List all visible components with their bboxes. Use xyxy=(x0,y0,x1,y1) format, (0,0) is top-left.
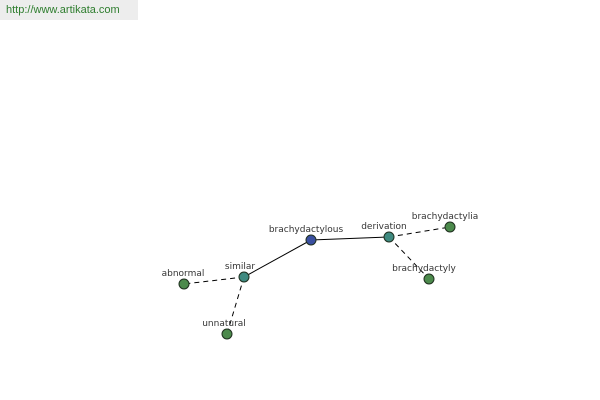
node-label-derivation: derivation xyxy=(361,222,407,232)
node-similar[interactable]: similar xyxy=(225,262,255,283)
node-circle-brachydactylia[interactable] xyxy=(444,221,456,233)
source-bar: http://www.artikata.com xyxy=(0,0,138,20)
edge-similar-abnormal xyxy=(183,276,245,285)
nodes-layer: brachydactylous derivation similar brachyda… xyxy=(162,212,478,340)
node-label-brachydactylous: brachydactylous xyxy=(269,225,344,235)
node-brachydactylous[interactable]: brachydactylous xyxy=(269,225,344,246)
edge-similar-unnatural xyxy=(226,276,245,335)
node-circle-brachydactylous[interactable] xyxy=(305,234,317,246)
source-link[interactable]: http://www.artikata.com xyxy=(6,4,120,16)
edge-brachydactylous-derivation xyxy=(310,236,390,241)
edge-derivation-brachydactyly xyxy=(388,236,430,280)
node-derivation[interactable]: derivation xyxy=(361,222,407,243)
edge-derivation-brachydactylia xyxy=(388,226,451,238)
node-label-brachydactyly: brachydactyly xyxy=(392,264,456,274)
node-circle-unnatural[interactable] xyxy=(221,328,233,340)
node-label-brachydactylia: brachydactylia xyxy=(412,212,478,222)
node-abnormal[interactable]: abnormal xyxy=(162,269,205,290)
node-circle-brachydactyly[interactable] xyxy=(423,273,435,285)
node-label-unnatural: unnatural xyxy=(202,319,246,329)
node-brachydactylia[interactable]: brachydactylia xyxy=(412,212,478,233)
edges-layer xyxy=(183,226,451,335)
node-label-similar: similar xyxy=(225,262,255,272)
node-brachydactyly[interactable]: brachydactyly xyxy=(392,264,457,285)
node-unnatural[interactable]: unnatural xyxy=(202,319,246,340)
node-circle-abnormal[interactable] xyxy=(178,278,190,290)
node-label-abnormal: abnormal xyxy=(162,269,205,279)
node-circle-similar[interactable] xyxy=(238,271,250,283)
node-circle-derivation[interactable] xyxy=(383,231,395,243)
edge-brachydactylous-similar xyxy=(243,239,312,278)
